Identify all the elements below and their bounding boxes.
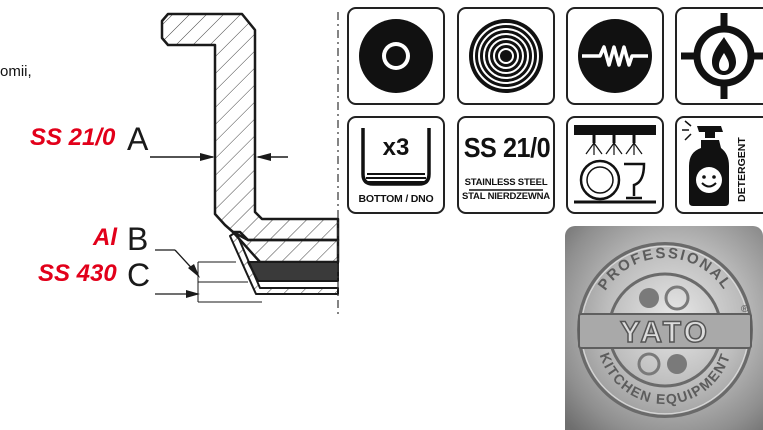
layer-c-material-label: SS 430 bbox=[38, 260, 117, 287]
triple-bottom-count: x3 bbox=[382, 134, 410, 161]
arrow-a-right bbox=[256, 153, 271, 161]
dishwasher-icon bbox=[566, 116, 664, 214]
coil-hob-icon bbox=[457, 7, 555, 105]
triple-bottom-icon: x3 BOTTOM / DNO bbox=[347, 116, 445, 214]
steel-caption-en: STAINLESS STEEL bbox=[464, 177, 548, 188]
layer-b-material-label: Al bbox=[93, 224, 117, 251]
pan-wall-profile bbox=[160, 12, 340, 242]
seal-registered-mark: ® bbox=[741, 304, 749, 315]
layer-a-material-label: SS 21/0 bbox=[30, 124, 116, 151]
layer-a-letter: A bbox=[127, 121, 149, 157]
gas-flame-icon bbox=[675, 7, 763, 105]
layer-b-letter: B bbox=[127, 221, 149, 257]
triple-bottom-caption: BOTTOM / DNO bbox=[358, 193, 434, 205]
steel-caption-pl: STAL NIERDZEWNA bbox=[462, 191, 550, 202]
steel-grade: SS 21/0 bbox=[463, 132, 551, 163]
detergent-icon: DETERGENT bbox=[675, 116, 763, 214]
seal-brand: YATO bbox=[620, 316, 710, 349]
bottom-layer-aluminium bbox=[247, 261, 339, 282]
induction-plate-icon bbox=[347, 7, 445, 105]
yato-professional-seal: PROFESSIONAL KITCHEN EQUIPMENT YATO ® bbox=[565, 226, 763, 430]
arrow-c bbox=[186, 290, 200, 298]
detergent-caption: DETERGENT bbox=[736, 137, 748, 202]
stainless-steel-badge: SS 21/0 STAINLESS STEEL STAL NIERDZEWNA bbox=[457, 116, 555, 214]
layer-c-letter: C bbox=[127, 257, 151, 293]
text-fragment: omii, bbox=[0, 63, 32, 80]
electric-heating-icon bbox=[566, 7, 664, 105]
arrow-b bbox=[188, 264, 200, 278]
arrow-a-left bbox=[200, 153, 215, 161]
